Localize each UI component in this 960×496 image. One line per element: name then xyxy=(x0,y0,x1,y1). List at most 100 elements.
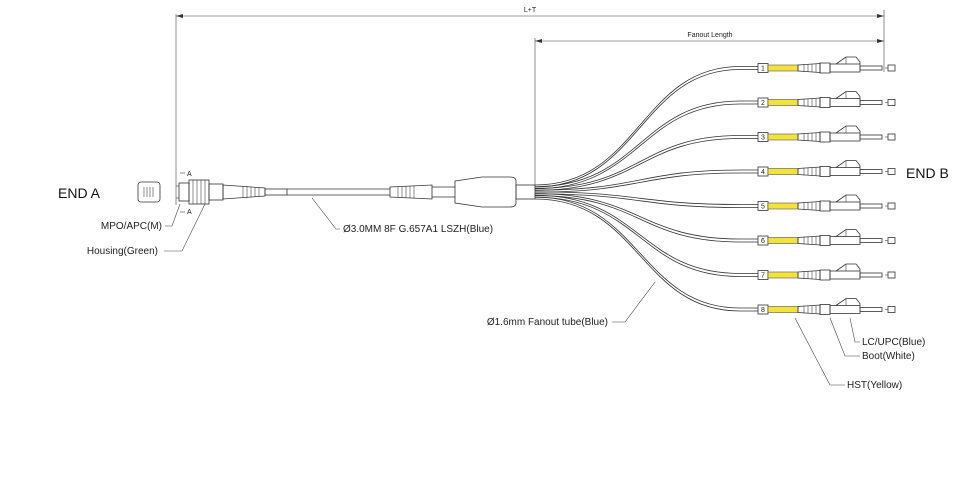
lc-body xyxy=(829,132,861,142)
fanout-tube-edge xyxy=(534,69,758,188)
fanout-length-dimension: Fanout Length xyxy=(534,32,884,186)
total-length-dimension: L+T xyxy=(175,7,885,205)
lc-collar xyxy=(819,131,831,143)
leg-boot xyxy=(797,97,821,108)
leg-number: 4 xyxy=(761,169,765,176)
lc-ferrule xyxy=(859,65,883,71)
lc-collar xyxy=(819,304,831,315)
leg-boot xyxy=(797,304,821,315)
fanout-tube-edge xyxy=(534,172,758,193)
mpo-connector: A A xyxy=(176,171,224,216)
hst-sleeve xyxy=(767,306,799,313)
lc-ferrule xyxy=(859,100,883,105)
lc-dust-cap xyxy=(887,202,896,210)
trunk-leader xyxy=(311,197,340,230)
lc-latch xyxy=(835,229,861,237)
lc-body xyxy=(829,270,861,280)
leg-boot xyxy=(797,201,821,211)
hst-sleeve xyxy=(767,64,799,72)
fanout-tube-edge xyxy=(534,193,758,240)
fanout-tube-edge xyxy=(534,198,758,312)
lc-dust-cap xyxy=(887,168,896,175)
fanout-tube-edge xyxy=(534,103,758,190)
lc-ferrule xyxy=(859,272,883,278)
leg-number: 1 xyxy=(761,66,765,73)
lc-body xyxy=(829,305,861,314)
fanout-tube-edge xyxy=(534,135,758,189)
lc-dust-cap xyxy=(887,271,896,279)
trunk-cable: Ø3.0MM 8F G.657A1 LSZH(Blue) xyxy=(287,184,493,235)
fanout-tube-edge xyxy=(534,66,758,186)
total-length-label: L+T xyxy=(524,7,537,14)
lc-dust-cap xyxy=(887,306,896,313)
lc-collar xyxy=(819,97,831,108)
section-marker-bottom: A xyxy=(187,209,192,216)
mpo-front-view xyxy=(137,181,161,203)
lc-dust-cap xyxy=(887,133,896,141)
lc-latch xyxy=(835,125,861,134)
lc-ferrule xyxy=(859,203,883,209)
leg-number: 7 xyxy=(761,273,765,280)
lc-latch xyxy=(835,160,861,168)
fanout-tube-edge xyxy=(534,196,758,309)
lc-leader xyxy=(849,317,860,343)
lc-ferrule xyxy=(859,169,883,174)
end-b-label: END B xyxy=(906,165,949,181)
leg-number: 2 xyxy=(761,100,765,107)
lc-body xyxy=(829,236,861,245)
lc-body xyxy=(829,98,861,107)
lc-latch xyxy=(835,298,861,306)
lc-connector-label: LC/UPC(Blue) xyxy=(862,337,925,348)
hst-sleeve xyxy=(767,271,799,279)
lc-body xyxy=(829,167,861,176)
boot-leader xyxy=(829,317,860,357)
housing-leader xyxy=(164,203,206,252)
leg-boot xyxy=(797,270,821,280)
lc-collar xyxy=(819,62,831,74)
lc-latch xyxy=(835,91,861,99)
leg-boot xyxy=(797,166,821,177)
connector-leader xyxy=(165,203,181,227)
leg-number: 3 xyxy=(761,135,765,142)
hst-leader xyxy=(794,317,845,386)
lc-ferrule xyxy=(859,134,883,140)
lc-dust-cap xyxy=(887,237,896,244)
lc-body xyxy=(829,201,861,211)
lc-collar xyxy=(819,269,831,281)
leg-number: 5 xyxy=(761,204,765,211)
lc-ferrule xyxy=(859,307,883,312)
fanout-kit xyxy=(454,176,536,208)
lc-collar xyxy=(819,200,831,212)
leg-number: 6 xyxy=(761,238,765,245)
mpo-connector-label: MPO/APC(M) xyxy=(101,221,162,232)
lc-collar xyxy=(819,235,831,246)
lc-latch xyxy=(835,263,861,272)
fanout-tube-edge xyxy=(534,138,758,191)
hst-sleeve xyxy=(767,237,799,244)
end-a-assembly: END A A A xyxy=(58,171,288,257)
lc-latch xyxy=(835,194,861,203)
fanout-tube-edge xyxy=(534,195,758,243)
fanout-tube-leader xyxy=(612,281,656,323)
lc-dust-cap xyxy=(887,99,896,106)
leg-boot xyxy=(797,235,821,246)
hst-label: HST(Yellow) xyxy=(847,380,902,391)
section-marker-top: A xyxy=(187,171,192,178)
end-a-label: END A xyxy=(58,185,101,201)
fanout-tube-label: Ø1.6mm Fanout tube(Blue) xyxy=(487,317,608,328)
hst-sleeve xyxy=(767,99,799,106)
fanout-tube-edge xyxy=(534,194,758,274)
trunk-cable-label: Ø3.0MM 8F G.657A1 LSZH(Blue) xyxy=(343,224,493,235)
leg-boot xyxy=(797,63,821,73)
lc-ferrule xyxy=(859,238,883,243)
fanout-tube-edge xyxy=(534,169,758,191)
lc-dust-cap xyxy=(887,64,896,72)
leg-boot xyxy=(797,132,821,142)
fanout-length-label: Fanout Length xyxy=(687,32,732,39)
boot-label: Boot(White) xyxy=(862,351,915,362)
fanout-tube-edge xyxy=(534,193,758,208)
trunk-boot xyxy=(222,184,288,200)
lc-collar xyxy=(819,166,831,177)
